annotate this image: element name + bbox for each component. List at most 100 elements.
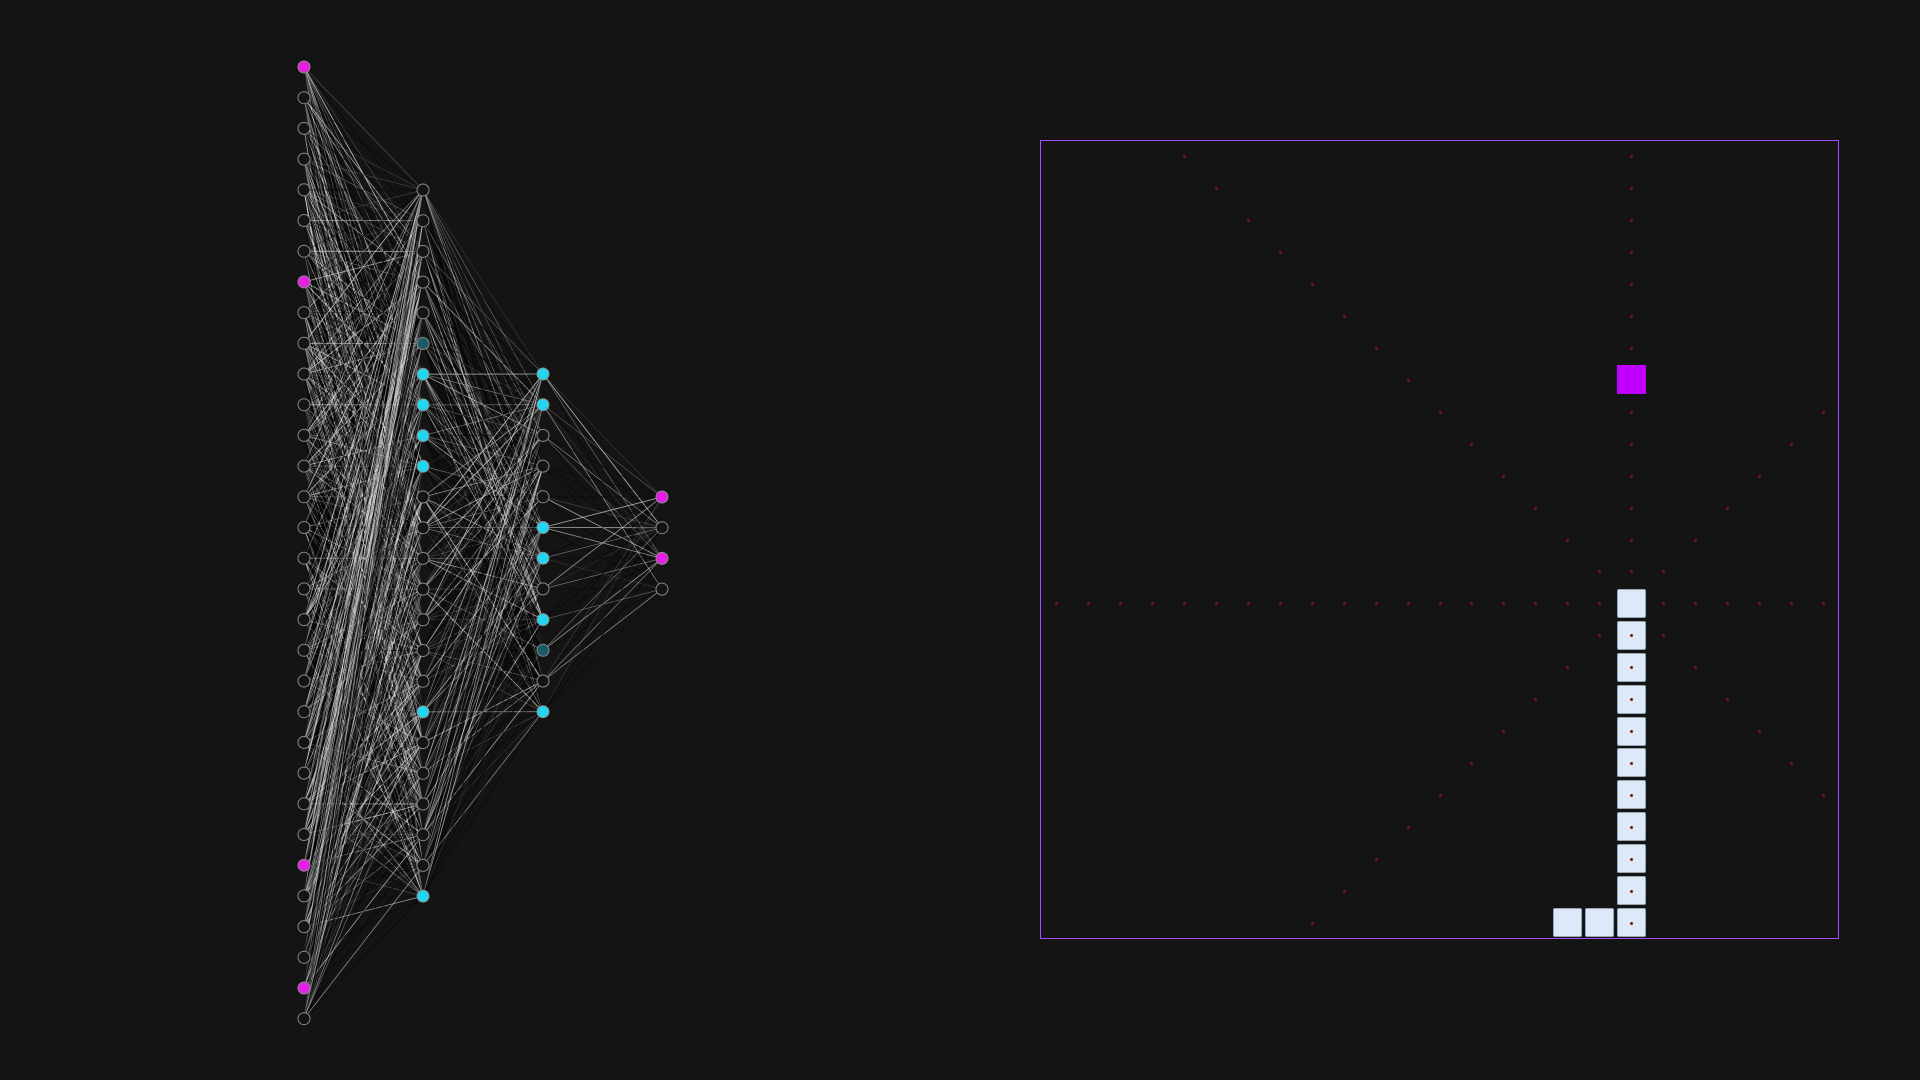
vision-ray-dot [1789,761,1793,765]
hidden-2-node [536,367,550,381]
network-connection [303,189,424,774]
input-node [297,766,311,780]
network-connection [303,343,424,1019]
input-node [297,950,311,964]
snake-segment [1552,908,1582,938]
network-connection [303,496,424,1019]
vision-ray-dot [1693,666,1697,670]
network-connection [422,373,544,805]
network-connection [303,189,424,712]
output-node [655,551,669,565]
network-connection [303,374,424,1019]
network-connection [422,373,544,651]
hidden-1-node [416,582,430,596]
snake-segment [1584,908,1614,938]
network-connection [303,527,424,1019]
vision-ray-dot [1310,283,1314,287]
vision-ray-dot [1055,602,1059,606]
network-connection [422,404,544,897]
network-connection [542,527,663,712]
network-connection [303,189,424,835]
network-connection [303,189,424,927]
vision-ray-dot [1406,378,1410,382]
vision-ray-dot [1661,602,1665,606]
network-connection [542,496,663,528]
input-node [297,981,311,995]
network-connection [422,220,544,375]
network-connection [303,189,424,221]
input-node [297,705,311,719]
network-connection [422,373,544,590]
vision-ray-dot [1438,793,1442,797]
vision-ray-dot [1630,666,1634,670]
hidden-1-node [416,705,430,719]
network-connection [303,742,424,1019]
network-connection [303,189,424,682]
vision-ray-dot [1789,442,1793,446]
vision-ray-dot [1087,602,1091,606]
network-connection [303,189,424,405]
input-node [297,582,311,596]
hidden-1-node [416,828,430,842]
vision-ray-dot [1310,921,1314,925]
network-nodes [297,60,669,1026]
hidden-1-node [416,459,430,473]
input-node [297,613,311,627]
vision-ray-dot [1789,602,1793,606]
hidden-1-node [416,613,430,627]
vision-ray-dot [1725,602,1729,606]
vision-ray-dot [1630,698,1634,702]
vision-ray-dot [1661,570,1665,574]
network-connection [303,97,424,191]
hidden-1-node [416,797,430,811]
hidden-2-node [536,428,550,442]
network-connection [303,189,424,896]
network-connection [422,496,544,897]
vision-ray-dot [1693,602,1697,606]
vision-ray-dot [1661,634,1665,638]
vision-ray-dot [1630,410,1634,414]
network-connection [303,189,424,620]
network-connection [542,373,663,498]
network-connection [303,435,424,1019]
vision-ray-dot [1374,602,1378,606]
network-connection [542,465,663,498]
network-connection [303,189,424,804]
hidden-1-node [416,337,430,350]
network-connection [422,527,544,897]
vision-ray-dot [1630,442,1634,446]
hidden-1-node [416,858,430,872]
vision-ray-dot [1630,283,1634,287]
network-connection [303,374,424,958]
hidden-1-node [416,306,430,320]
vision-ray-dot [1119,602,1123,606]
network-connection [303,189,424,590]
network-connection [422,373,544,528]
network-connection [542,527,663,682]
network-connections [303,66,663,1020]
vision-ray-dot [1183,602,1187,606]
input-node [297,858,311,872]
hidden-2-node [536,398,550,412]
hidden-1-node [416,244,430,258]
vision-ray-dot [1725,506,1729,510]
hidden-1-node [416,429,430,443]
vision-ray-dot [1630,187,1634,191]
hidden-2-node [536,582,550,596]
snake-segment [1616,620,1646,650]
input-node [297,214,311,227]
snake-game-board [1040,140,1839,939]
network-connection [303,251,424,1019]
network-connection [422,373,544,743]
vision-ray-dot [1630,474,1634,478]
vision-ray-dot [1821,602,1825,606]
vision-ray-dot [1183,155,1187,159]
input-node [297,306,311,320]
input-node [297,60,311,74]
vision-ray-dot [1630,761,1634,765]
network-connection [303,189,424,436]
network-connection [303,895,424,1020]
network-connection [422,373,544,620]
vision-ray-dot [1470,442,1474,446]
